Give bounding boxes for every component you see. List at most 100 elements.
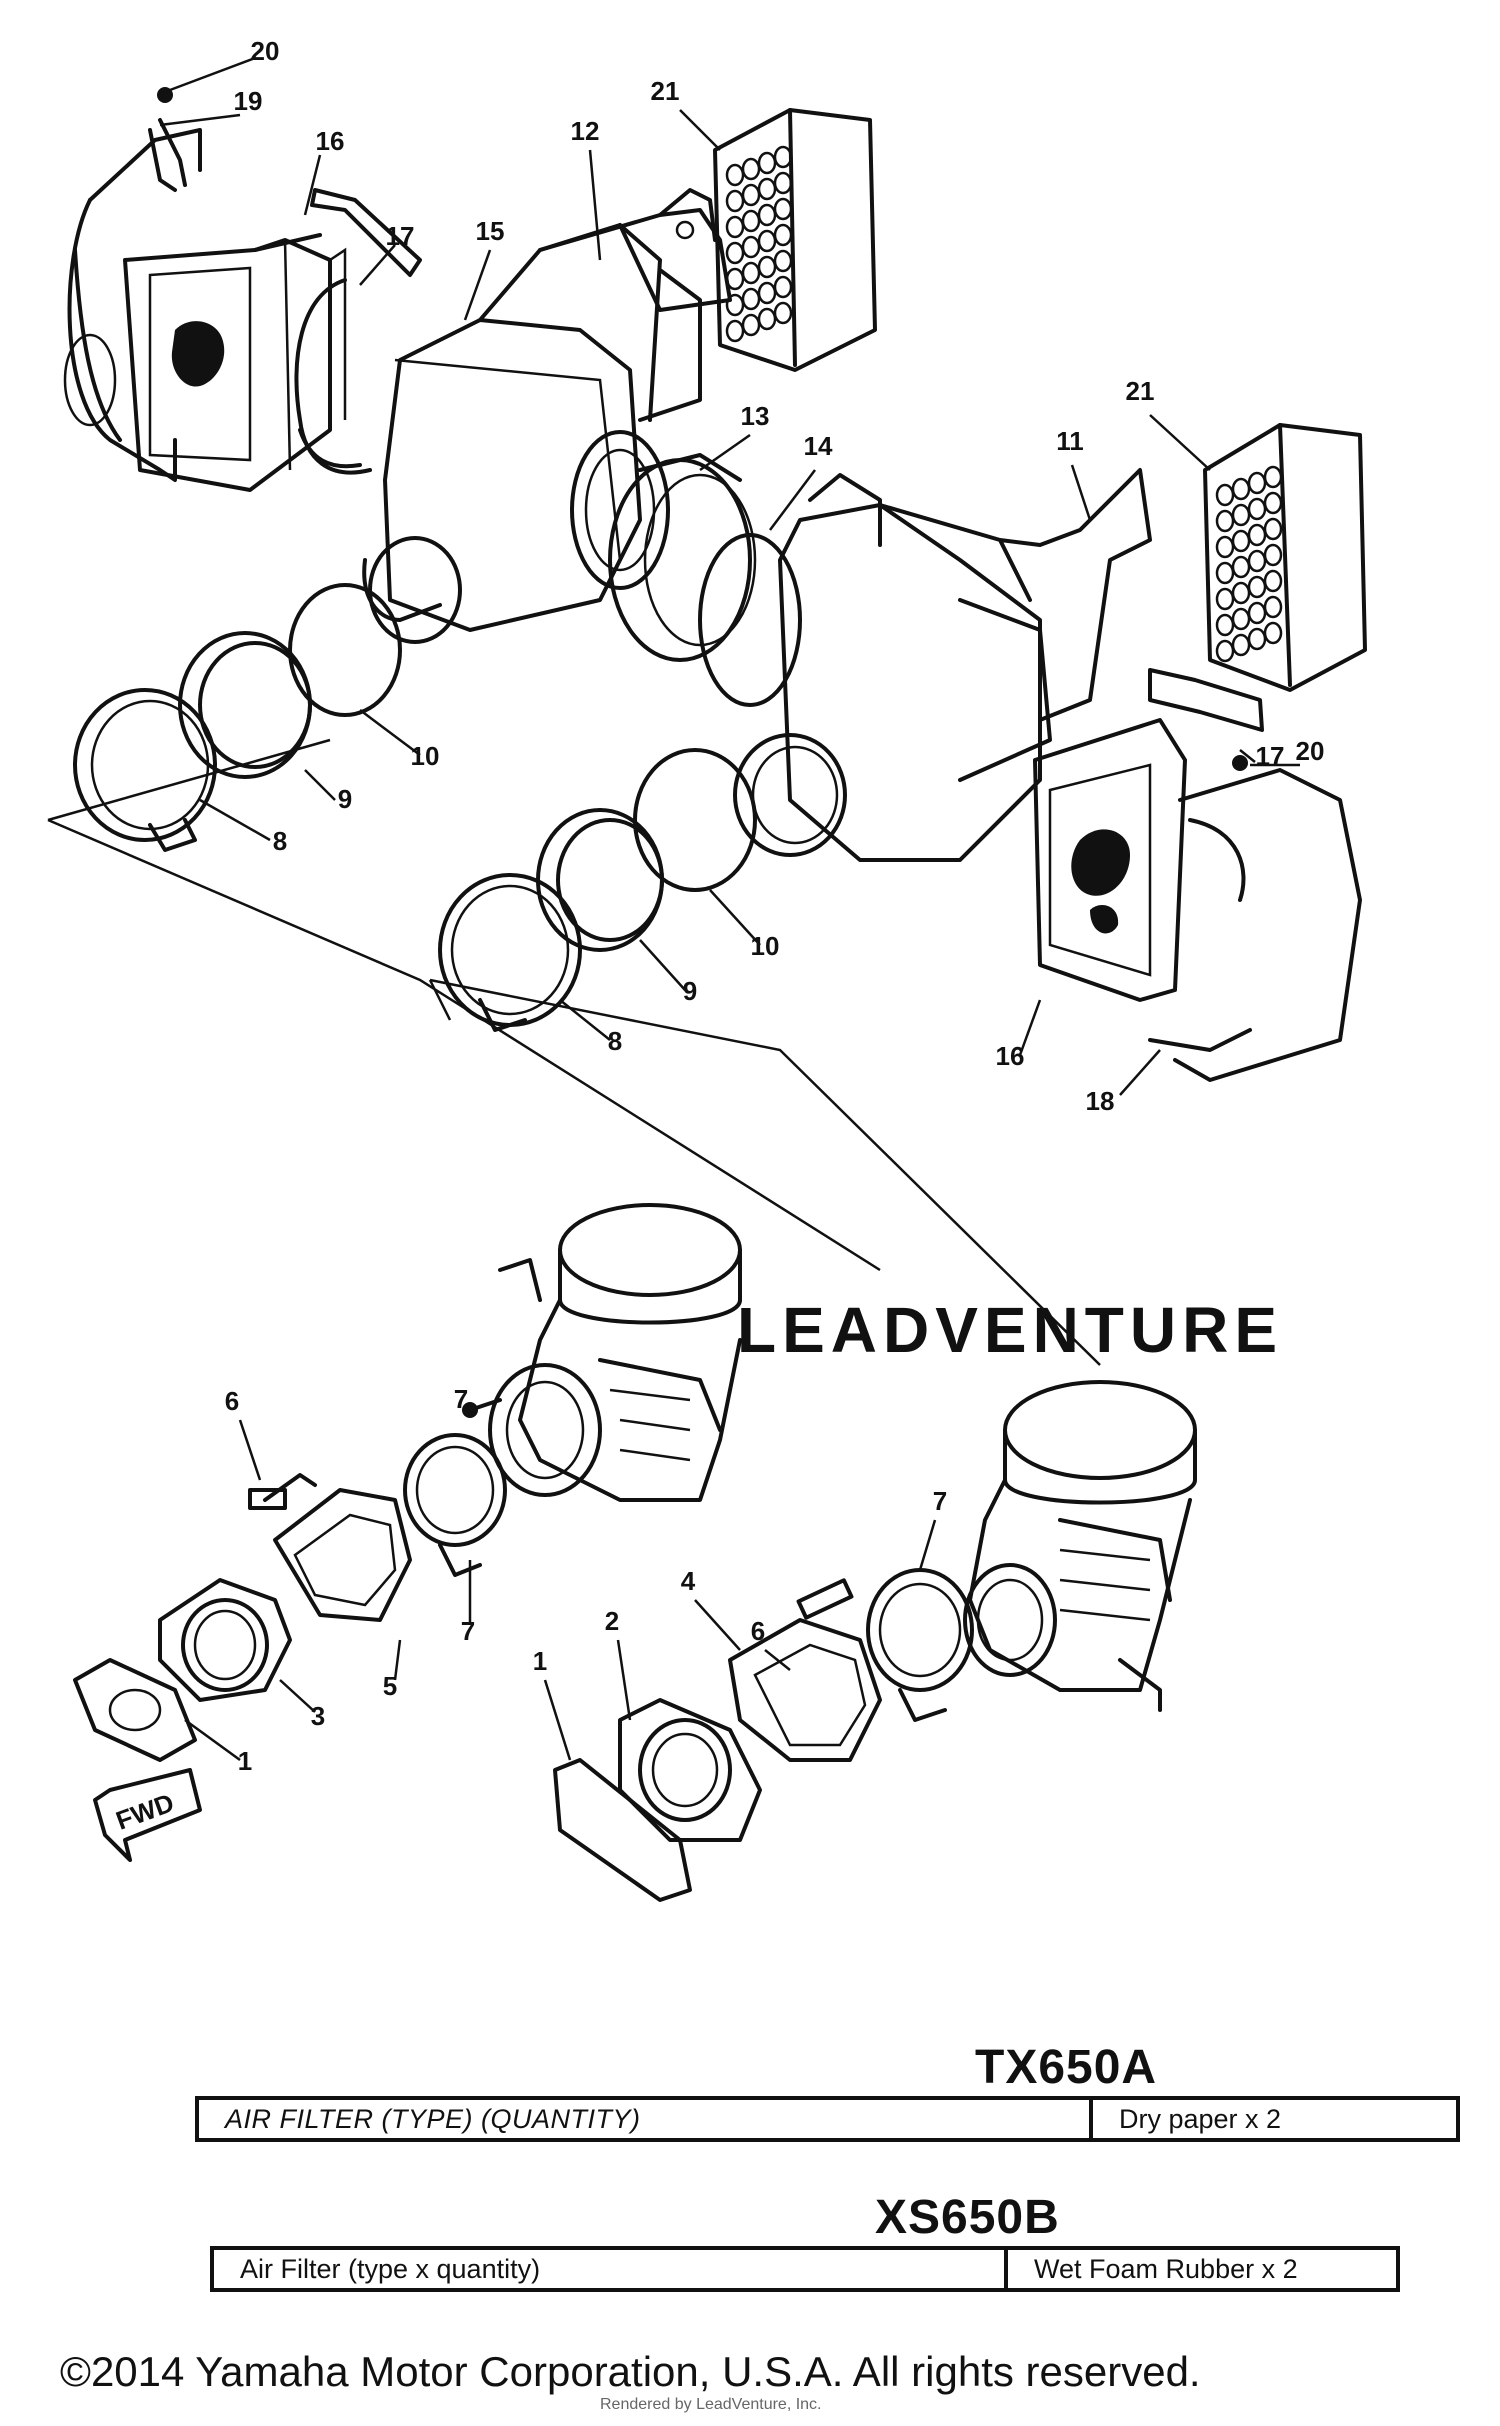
callout-number-17: 17 bbox=[1256, 741, 1285, 771]
assembly-guide-lines bbox=[47, 738, 1101, 1366]
filter-hole bbox=[1263, 543, 1283, 567]
callout-number-13: 13 bbox=[741, 401, 770, 431]
callout-leader bbox=[463, 249, 492, 321]
parts-diagram: LEADVENTURE bbox=[47, 36, 1367, 1902]
callout-number-6: 6 bbox=[225, 1386, 239, 1416]
right-element-housing bbox=[1033, 718, 1187, 1002]
filter-hole bbox=[1231, 581, 1251, 605]
callout-number-16: 16 bbox=[996, 1041, 1025, 1071]
filter-hole bbox=[773, 223, 793, 247]
callout-leader bbox=[559, 999, 611, 1041]
strap-right bbox=[1148, 668, 1264, 732]
left-element-housing bbox=[123, 233, 347, 492]
air-filter-element-left bbox=[713, 108, 877, 372]
callout-leader bbox=[238, 1419, 262, 1481]
callout-leader bbox=[159, 113, 241, 127]
filter-hole bbox=[757, 229, 777, 253]
callout-number-15: 15 bbox=[476, 216, 505, 246]
filter-hole bbox=[1215, 561, 1235, 585]
callout-number-8: 8 bbox=[273, 826, 287, 856]
filter-hole bbox=[1215, 587, 1235, 611]
callout-leader bbox=[1239, 749, 1256, 763]
callout-number-12: 12 bbox=[571, 116, 600, 146]
filter-hole bbox=[741, 157, 761, 181]
left-air-cleaner-case bbox=[294, 223, 670, 644]
callout-leader bbox=[359, 244, 396, 286]
filter-hole bbox=[1263, 569, 1283, 593]
filter-hole bbox=[1247, 575, 1267, 599]
callout-leader bbox=[588, 149, 602, 261]
callout-leader bbox=[304, 769, 336, 801]
callout-number-21: 21 bbox=[1126, 376, 1155, 406]
callout-leader bbox=[699, 433, 751, 472]
filter-hole bbox=[1215, 613, 1235, 637]
callout-leader bbox=[184, 1718, 241, 1762]
filter-hole bbox=[725, 215, 745, 239]
filter-hole bbox=[1247, 601, 1267, 625]
callout-number-9: 9 bbox=[338, 784, 352, 814]
callout-leader bbox=[279, 1679, 316, 1713]
right-rings bbox=[438, 748, 757, 1032]
filter-hole bbox=[757, 151, 777, 175]
copyright-notice: ©2014 Yamaha Motor Corporation, U.S.A. A… bbox=[60, 2348, 1201, 2395]
left-rings bbox=[73, 583, 402, 852]
callout-number-7: 7 bbox=[461, 1616, 475, 1646]
callout-leader bbox=[199, 798, 271, 842]
model-title-xs650b: XS650B bbox=[875, 2191, 1060, 2244]
filter-hole bbox=[741, 235, 761, 259]
callout-number-3: 3 bbox=[311, 1701, 325, 1731]
callout-number-6: 6 bbox=[751, 1616, 765, 1646]
filter-hole bbox=[773, 197, 793, 221]
callout-leader bbox=[679, 109, 721, 151]
callout-number-8: 8 bbox=[608, 1026, 622, 1056]
filter-hole bbox=[1231, 529, 1251, 553]
filter-hole bbox=[773, 145, 793, 169]
filter-hole bbox=[1263, 491, 1283, 515]
watermark-text: LEADVENTURE bbox=[737, 1294, 1283, 1366]
filter-hole bbox=[773, 249, 793, 273]
callout-number-20: 20 bbox=[1296, 736, 1325, 766]
callout-leader bbox=[709, 889, 761, 946]
callout-number-20: 20 bbox=[251, 36, 280, 66]
filter-hole bbox=[1231, 607, 1251, 631]
spec-label-tx650a: AIR FILTER (TYPE) (QUANTITY) bbox=[225, 2103, 641, 2134]
filter-hole bbox=[757, 177, 777, 201]
spec-table-xs650b: Air Filter (type x quantity) Wet Foam Ru… bbox=[210, 2246, 1400, 2292]
callout-leader bbox=[543, 1679, 572, 1761]
callout-leader bbox=[694, 1599, 741, 1651]
callout-number-7: 7 bbox=[933, 1486, 947, 1516]
callout-number-1: 1 bbox=[238, 1746, 252, 1776]
forward-arrow: FWD bbox=[93, 1768, 202, 1862]
filter-hole bbox=[1247, 523, 1267, 547]
filter-hole bbox=[1263, 621, 1283, 645]
center-boots bbox=[608, 453, 802, 707]
filter-hole bbox=[1231, 555, 1251, 579]
callout-leader bbox=[1149, 414, 1211, 471]
filter-hole bbox=[741, 261, 761, 285]
right-airbox-cover bbox=[1148, 755, 1362, 1082]
filter-hole bbox=[1247, 497, 1267, 521]
filter-hole bbox=[725, 267, 745, 291]
air-filter-element-right bbox=[1203, 423, 1367, 692]
callout-number-21: 21 bbox=[651, 76, 680, 106]
filter-hole bbox=[1231, 503, 1251, 527]
filter-hole bbox=[1215, 639, 1235, 663]
strap-left bbox=[310, 188, 422, 277]
model-title-tx650a: TX650A bbox=[975, 2041, 1158, 2094]
callout-number-10: 10 bbox=[411, 741, 440, 771]
spec-value-tx650a: Dry paper x 2 bbox=[1089, 2100, 1456, 2138]
filter-hole bbox=[725, 163, 745, 187]
filter-hole bbox=[741, 313, 761, 337]
callout-leader bbox=[769, 469, 816, 531]
callout-number-1: 1 bbox=[533, 1646, 547, 1676]
filter-hole bbox=[1215, 483, 1235, 507]
spec-label-xs650b: Air Filter (type x quantity) bbox=[240, 2253, 541, 2284]
filter-case-bracket bbox=[538, 188, 732, 422]
spec-value-xs650b: Wet Foam Rubber x 2 bbox=[1004, 2250, 1396, 2288]
filter-hole bbox=[773, 275, 793, 299]
filter-hole bbox=[1263, 465, 1283, 489]
filter-hole bbox=[757, 307, 777, 331]
callout-number-16: 16 bbox=[316, 126, 345, 156]
callout-number-7: 7 bbox=[454, 1384, 468, 1414]
